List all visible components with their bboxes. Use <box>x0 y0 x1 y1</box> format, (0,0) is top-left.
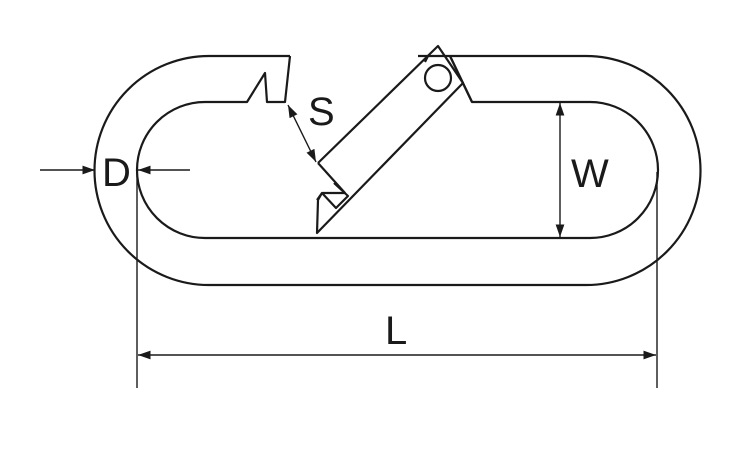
label-l: L <box>385 309 407 353</box>
s-arrow <box>287 104 317 163</box>
hinge-pin-icon <box>423 63 453 93</box>
hook-nose <box>135 55 660 240</box>
gate <box>315 44 465 235</box>
hook-outer-outline <box>93 54 702 287</box>
label-d: D <box>102 151 131 195</box>
label-w: W <box>571 152 609 196</box>
label-s: S <box>308 90 335 134</box>
